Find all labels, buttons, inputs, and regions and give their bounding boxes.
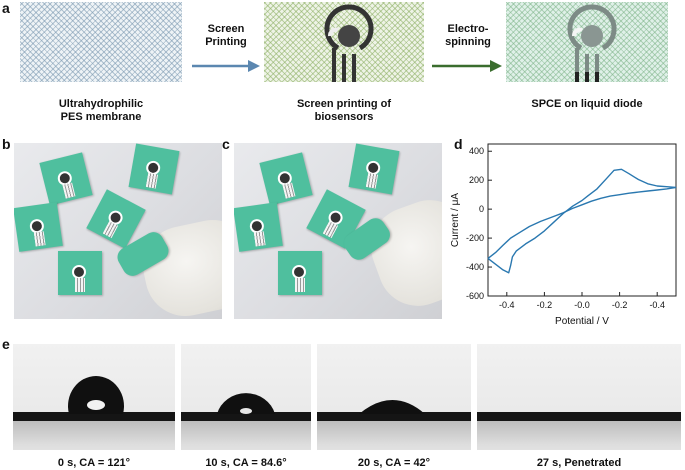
sensor-card — [58, 251, 102, 295]
step1-caption-line1: Ultrahydrophilic — [58, 98, 144, 110]
sensor-card — [259, 152, 313, 206]
x-tick-label: -0.2 — [612, 300, 628, 310]
panel-c-photo — [234, 143, 442, 319]
panel-label-c: c — [222, 136, 230, 152]
panel-label-a: a — [2, 0, 10, 16]
y-tick-label: -600 — [466, 291, 484, 301]
x-axis-label: Potential / V — [555, 316, 609, 327]
liquid-diode-spce-image — [506, 2, 668, 84]
contact-strip — [282, 182, 296, 199]
cv-curve-segment-2 — [487, 186, 677, 259]
spce-electrode-graphic — [324, 4, 374, 84]
step1-caption: Ultrahydrophilic PES membrane — [20, 98, 182, 124]
y-tick-label: 0 — [479, 204, 484, 214]
membrane-surface — [477, 412, 681, 421]
sensor-card — [278, 251, 322, 295]
step1-caption-line2: PES membrane — [60, 111, 142, 123]
contact-strip — [365, 173, 379, 189]
step3-caption-line1: SPCE on liquid diode — [531, 98, 643, 110]
arrow2-label-line1: Electro- — [447, 23, 489, 35]
contact-angle-frame-20s — [317, 344, 471, 450]
pes-membrane-image — [20, 2, 182, 82]
membrane-surface — [13, 412, 175, 421]
droplet-0s — [68, 376, 124, 414]
contact-strip — [295, 278, 305, 292]
arrow1-label-line2: Printing — [205, 36, 247, 48]
y-tick-label: 200 — [469, 175, 484, 185]
electrospinning-arrow — [432, 60, 502, 72]
printed-biosensor-image — [264, 2, 424, 84]
caption-0s: 0 s, CA = 121° — [57, 457, 131, 469]
y-tick-label: -200 — [466, 233, 484, 243]
sensor-card — [39, 152, 93, 206]
contact-strip — [253, 231, 266, 247]
screen-printing-arrow — [192, 60, 260, 72]
x-tick-label: -0.2 — [537, 300, 553, 310]
x-tick-label: -0.4 — [649, 300, 665, 310]
panel-b-photo — [14, 143, 222, 319]
surface-reflection — [13, 421, 175, 450]
step2-caption: Screen printing of biosensors — [264, 98, 424, 124]
gloved-hand — [359, 188, 442, 318]
arrow1-label: Screen Printing — [190, 23, 262, 49]
surface-reflection — [317, 421, 471, 450]
arrow1-label-line1: Screen — [207, 23, 245, 35]
spce-electrode-graphic-2 — [567, 4, 617, 84]
contact-strip — [102, 221, 119, 239]
surface-reflection — [181, 421, 311, 450]
step3-caption: SPCE on liquid diode — [506, 98, 668, 111]
cyclic-voltammogram-chart: 400 200 0 -200 -400 -600 -0.4 -0.2 -0.0 -0.2 -0.4P… — [450, 143, 677, 327]
electrode — [72, 265, 86, 279]
contact-strip — [33, 231, 46, 247]
x-tick-label: -0.0 — [574, 300, 590, 310]
sensor-card — [14, 202, 63, 252]
contact-angle-frame-0s — [13, 344, 175, 450]
arrow2-label: Electro- spinning — [432, 23, 504, 49]
cv-curve-segment-1 — [487, 168, 677, 274]
sensor-card — [348, 143, 400, 195]
contact-angle-frame-27s — [477, 344, 681, 450]
membrane-surface — [317, 412, 471, 421]
sensor-card — [234, 202, 283, 252]
panel-label-b: b — [2, 136, 11, 152]
x-tick-label: -0.4 — [499, 300, 515, 310]
droplet-10s — [217, 393, 275, 414]
step2-caption-line2: biosensors — [314, 111, 374, 123]
y-tick-label: 400 — [469, 146, 484, 156]
caption-27s: 27 s, Penetrated — [536, 457, 622, 469]
sensor-card — [128, 143, 180, 195]
y-tick-label: -400 — [466, 262, 484, 272]
membrane-surface — [181, 412, 311, 421]
contact-strip — [322, 221, 339, 239]
contact-strip — [75, 278, 85, 292]
electrode — [292, 265, 306, 279]
panel-label-d: d — [454, 136, 463, 152]
contact-strip — [62, 182, 76, 199]
surface-reflection — [477, 421, 681, 450]
contact-angle-frame-10s — [181, 344, 311, 450]
droplet-20s — [359, 400, 425, 414]
plot-frame — [487, 143, 677, 297]
panel-label-e: e — [2, 336, 10, 352]
contact-strip — [145, 173, 159, 189]
arrow2-label-line2: spinning — [445, 36, 491, 48]
caption-10s: 10 s, CA = 84.6° — [205, 457, 287, 469]
step2-caption-line1: Screen printing of — [296, 98, 392, 110]
caption-20s: 20 s, CA = 42° — [357, 457, 431, 469]
y-axis-label: Current / μA — [450, 193, 461, 247]
